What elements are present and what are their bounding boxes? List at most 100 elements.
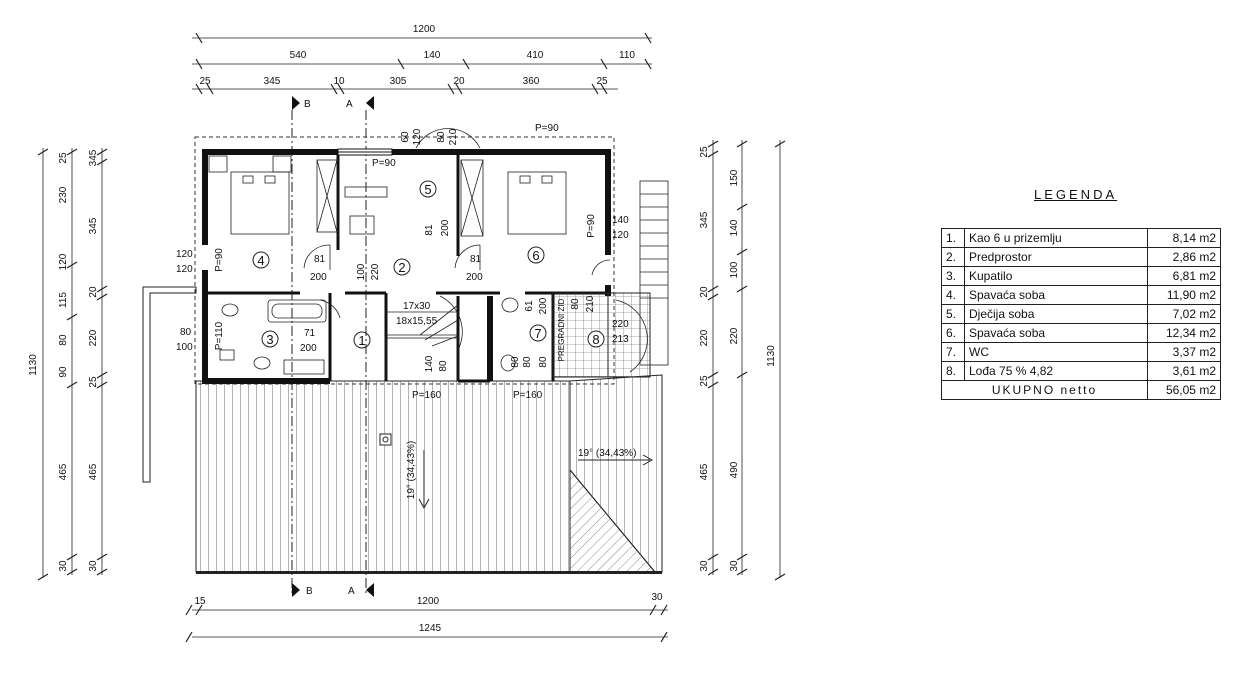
loggia-outer-tiles	[607, 292, 651, 378]
door-3-height: 200	[300, 343, 317, 354]
legend-row-area: 7,02 m2	[1147, 304, 1221, 324]
roof-slope-1: 19° (34,43%)	[406, 441, 417, 499]
dim-right-b-4: 30	[729, 560, 740, 572]
legend-total-label: UKUPNO netto	[941, 380, 1148, 400]
dim-top-inner-4: 305	[390, 76, 407, 87]
door-2-height: 220	[370, 263, 381, 280]
dim-right-a-6: 220	[699, 329, 710, 346]
dim-right-a-3: 140	[729, 219, 740, 236]
legend-row-name: Spavaća soba	[964, 285, 1148, 305]
legend-row: 3. Kupatilo 6,81 m2	[941, 266, 1221, 286]
door-8b-height: 213	[612, 334, 629, 345]
window-3-b: 100	[176, 342, 193, 353]
dim-left-a-1: 25	[58, 152, 69, 164]
room-6-marker: 6	[527, 246, 545, 264]
dim-right-a-4: 100	[729, 261, 740, 278]
room-5-marker: 5	[419, 180, 437, 198]
legend-row-number: 1.	[941, 228, 965, 248]
dim-left-outer: 1130	[28, 354, 39, 376]
door-swings	[303, 128, 648, 373]
opening-p90-right: P=90	[586, 214, 597, 238]
legend-row-area: 8,14 m2	[1147, 228, 1221, 248]
opening-p160-b: P=160	[513, 390, 543, 401]
door-5-height: 200	[440, 219, 451, 236]
opening-p160-a: P=160	[412, 390, 442, 401]
dim-top-inner-5: 20	[453, 76, 465, 87]
door-7-width: 61	[524, 300, 535, 312]
left-terrace-edge	[142, 286, 197, 483]
legend-row-area: 3,37 m2	[1147, 342, 1221, 362]
legend-row-area: 11,90 m2	[1147, 285, 1221, 305]
section-marker-a-top: A	[346, 96, 374, 110]
room-1-marker: 1	[353, 331, 371, 349]
dim-right-b-1: 345	[699, 211, 710, 228]
legend-row: 8. Lođa 75 % 4,82 3,61 m2	[941, 361, 1221, 381]
legend-row-area: 6,81 m2	[1147, 266, 1221, 286]
legend-row-name: Kupatilo	[964, 266, 1148, 286]
legend-total-area: 56,05 m2	[1147, 380, 1221, 400]
window-3-a: 80	[180, 327, 192, 338]
legend-row: 5. Dječija soba 7,02 m2	[941, 304, 1221, 324]
stair-dim-2: 18x15,55	[396, 316, 438, 327]
roof-slope-arrowhead-1	[418, 498, 430, 510]
window-top-4: 210	[448, 128, 459, 145]
window-top-1: 60	[400, 131, 411, 143]
dim-top-overall: 1200	[413, 24, 436, 35]
legend-row-name: Dječija soba	[964, 304, 1148, 324]
legend-row: 6. Spavaća soba 12,34 m2	[941, 323, 1221, 343]
room-4-marker: 4	[252, 251, 270, 269]
door-2-width: 100	[356, 263, 367, 280]
dim-right-b-3: 490	[729, 461, 740, 478]
dim-left-b-4: 220	[88, 329, 99, 346]
dim-top-inner-1: 25	[199, 76, 211, 87]
dim-left-b-7: 30	[88, 560, 99, 572]
door-8b-width: 220	[612, 319, 629, 330]
dim-left-a-4: 115	[58, 292, 69, 308]
walls	[202, 149, 611, 384]
legend-row-area: 2,86 m2	[1147, 247, 1221, 267]
section-a-top-label: A	[346, 99, 353, 110]
legend-row-name: Predprostor	[964, 247, 1148, 267]
dim-left-a-2: 230	[58, 186, 69, 203]
legend-row-number: 3.	[941, 266, 965, 286]
legend-row: 1. Kao 6 u prizemlju 8,14 m2	[941, 228, 1221, 248]
wc-dim-2: 80	[538, 356, 549, 368]
dim-left-a-3: 120	[58, 253, 69, 270]
dim-top-mid-2: 140	[424, 50, 441, 61]
dim-bottom-inner-left: 15	[194, 596, 206, 607]
stair-dim-4: 80	[438, 360, 449, 372]
section-marker-a-bottom: A	[348, 583, 374, 597]
window-4-b: 120	[176, 264, 193, 275]
section-a-bottom-label: A	[348, 586, 355, 597]
dim-top-mid-3: 410	[527, 50, 544, 61]
room-8-marker: 8	[587, 330, 605, 348]
legend-row: 7. WC 3,37 m2	[941, 342, 1221, 362]
dim-left-b-6: 465	[88, 463, 99, 480]
section-marker-b-top: B	[292, 96, 311, 110]
room-2-marker: 2	[393, 258, 411, 276]
door-4-height: 200	[310, 272, 327, 283]
room-7-label: 7	[534, 326, 541, 341]
door-3-width: 71	[304, 328, 316, 339]
room-2-label: 2	[398, 260, 405, 275]
dim-left-a-6: 90	[58, 366, 69, 378]
room-4-label: 4	[257, 253, 264, 268]
dim-left-a-8: 30	[58, 560, 69, 572]
left-dimension-lines	[37, 148, 108, 581]
dim-right-a-8: 465	[699, 463, 710, 480]
window-4-a: 120	[176, 249, 193, 260]
stair-dim-3: 140	[424, 355, 435, 372]
roof-eave-outline	[194, 136, 615, 385]
opening-p110: P=110	[214, 321, 225, 350]
room-3-marker: 3	[261, 330, 279, 348]
window-top-2: 120	[412, 128, 423, 145]
room-6-label: 6	[532, 248, 539, 263]
opening-p90-left: P=90	[214, 248, 225, 272]
door-4-width: 81	[314, 254, 326, 265]
window-top-child-room	[337, 148, 393, 156]
roof-slope-arrowhead-2	[642, 454, 654, 466]
legend-row-number: 8.	[941, 361, 965, 381]
dim-left-b-2: 345	[88, 217, 99, 234]
wc-dim-1: 80	[522, 356, 533, 368]
legend-row-number: 6.	[941, 323, 965, 343]
